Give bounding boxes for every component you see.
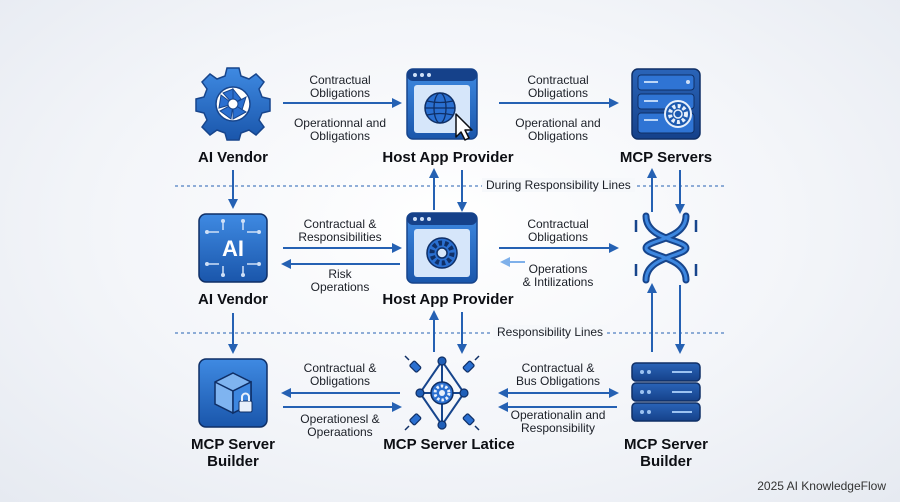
edge-label-r3-right-top: Contractual & Bus Obligations — [515, 361, 601, 388]
server-stack-icon — [631, 362, 701, 422]
edge-label-r3-left-bottom: Operationesl & Operaations — [300, 412, 380, 439]
node-title-ai-vendor-mid: AI Vendor — [197, 291, 269, 308]
node-title-mcp-server-builder-left: MCP Server Builder — [191, 436, 275, 470]
node-title-host-app-provider-top: Host App Provider — [382, 149, 514, 166]
edge-label-r2-left-top: Contractual & Responsibilities — [298, 217, 382, 244]
edge-label-r2-left-bottom: Risk Operations — [310, 267, 370, 294]
divider-label-bottom: Responsibility Lines — [493, 325, 608, 339]
ai-chip-icon: AI — [198, 213, 268, 283]
edge-label-r1-left-bottom: Operationnal and Obligations — [293, 116, 387, 143]
edge-label-r2-right-top: Contractual Obligations — [527, 217, 589, 244]
crossing-cables-icon — [634, 212, 698, 284]
divider-label-top: During Responsibility Lines — [482, 178, 635, 192]
edge-label-r2-right-bottom: Operations & Intilizations — [522, 262, 594, 289]
cube-lock-icon — [198, 358, 268, 428]
browser-gear-icon — [406, 212, 478, 284]
node-title-mcp-server-builder-right: MCP Server Builder — [624, 436, 708, 470]
edge-label-r1-right-top: Contractual Obligations — [527, 73, 589, 100]
lattice-plugs-icon — [404, 355, 480, 431]
gear-aperture-icon — [195, 67, 271, 141]
node-title-ai-vendor-top: AI Vendor — [197, 149, 269, 166]
edge-label-r3-left-top: Contractual & Obligations — [303, 361, 377, 388]
node-title-mcp-server-latice: MCP Server Latice — [383, 436, 515, 453]
node-title-host-app-provider-mid: Host App Provider — [382, 291, 514, 308]
edge-label-r1-right-bottom: Operational and Obligations — [515, 116, 601, 143]
ai-chip-label: AI — [222, 236, 244, 261]
edge-label-r1-left-top: Contractual Obligations — [309, 73, 371, 100]
edge-label-r3-right-bottom: Operationalin and Responsibility — [510, 408, 606, 435]
node-title-mcp-servers: MCP Servers — [619, 149, 713, 166]
server-gear-icon — [631, 68, 701, 140]
footer-credit: 2025 AI KnowledgeFlow — [757, 479, 886, 493]
browser-globe-icon — [406, 68, 478, 141]
